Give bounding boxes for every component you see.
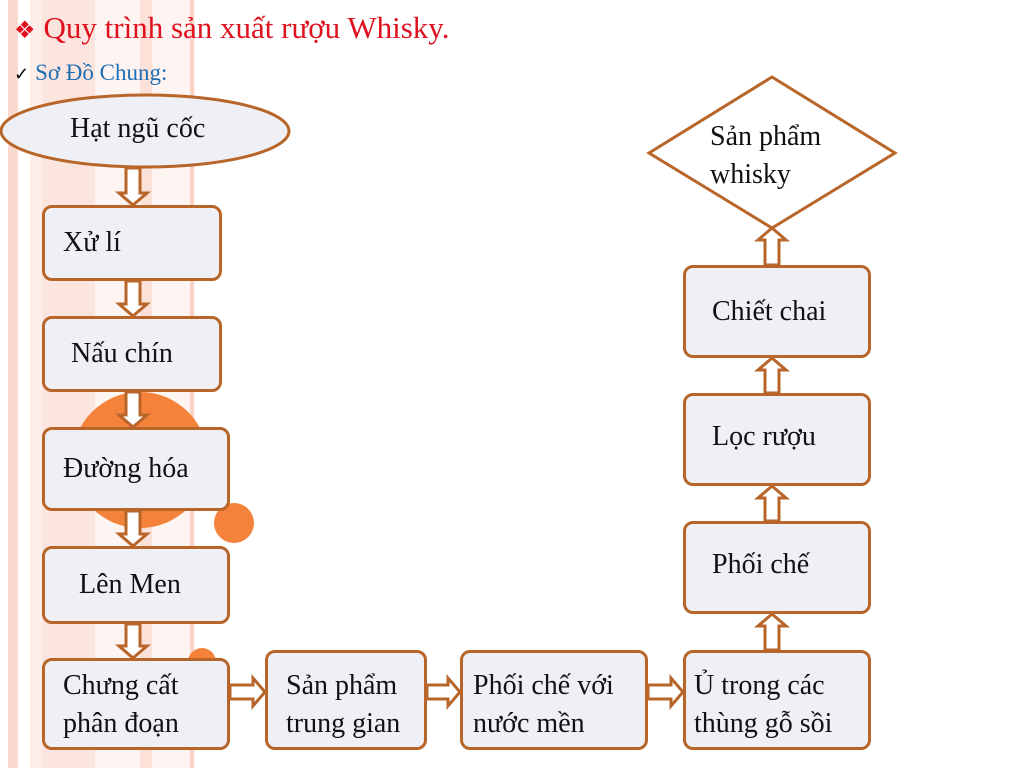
step-san-pham-trung-gian: Sản phẩm trung gian bbox=[265, 650, 427, 750]
arrow-down-icon bbox=[114, 166, 152, 207]
background-stripe bbox=[8, 0, 18, 768]
step-phoi-che-nuoc: Phối chế với nước mền bbox=[460, 650, 648, 750]
arrow-right-icon bbox=[228, 673, 267, 711]
checkmark-icon: ✓ bbox=[14, 64, 30, 84]
step-chung-cat: Chưng cất phân đoạn bbox=[42, 658, 230, 750]
arrow-up-icon bbox=[753, 226, 791, 267]
arrow-up-icon bbox=[753, 612, 791, 652]
arrow-right-icon bbox=[646, 673, 685, 711]
slide-subtitle: ✓Sơ Đồ Chung: bbox=[14, 60, 167, 86]
slide-title: ❖ Quy trình sản xuất rượu Whisky. bbox=[14, 10, 450, 46]
slide-subtitle-text: Sơ Đồ Chung: bbox=[35, 60, 168, 85]
arrow-up-icon bbox=[753, 356, 791, 395]
arrow-right-icon bbox=[425, 673, 462, 711]
step-duong-hoa: Đường hóa bbox=[42, 427, 230, 511]
step-len-men: Lên Men bbox=[42, 546, 230, 624]
start-label: Hạt ngũ cốc bbox=[70, 113, 206, 144]
arrow-down-icon bbox=[114, 509, 152, 548]
step-u-thung: Ủ trong các thùng gỗ sồi bbox=[683, 650, 871, 750]
arrow-up-icon bbox=[753, 484, 791, 523]
step-chiet-chai: Chiết chai bbox=[683, 265, 871, 358]
end-label: Sản phẩm whisky bbox=[710, 121, 822, 190]
step-xu-li: Xử lí bbox=[42, 205, 222, 281]
step-loc-ruou: Lọc rượu bbox=[683, 393, 871, 486]
arrow-down-icon bbox=[114, 279, 152, 318]
slide-title-text: Quy trình sản xuất rượu Whisky. bbox=[43, 10, 450, 45]
arrow-down-icon bbox=[114, 390, 152, 429]
start-ellipse bbox=[0, 93, 291, 169]
step-nau-chin: Nấu chín bbox=[42, 316, 222, 392]
arrow-down-icon bbox=[114, 622, 152, 660]
diamond-bullet-icon: ❖ bbox=[14, 18, 36, 44]
step-phoi-che: Phối chế bbox=[683, 521, 871, 614]
